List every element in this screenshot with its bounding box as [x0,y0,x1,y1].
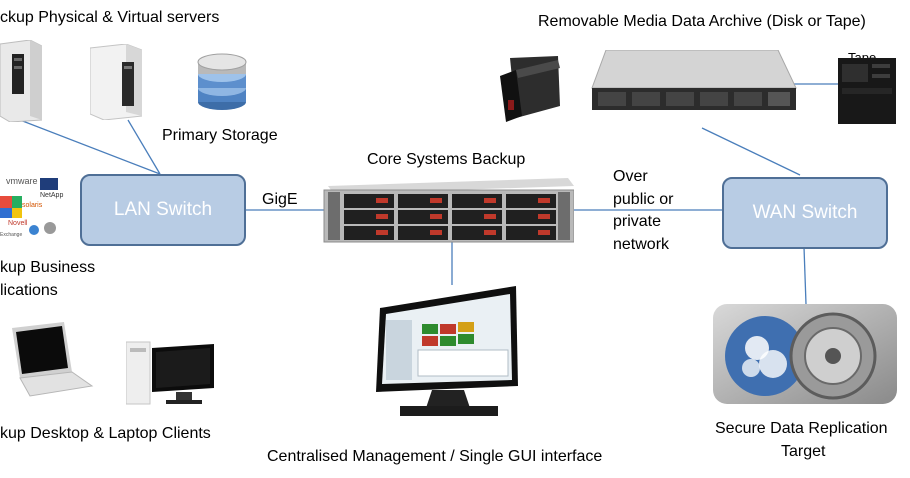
rack-server-icon [588,49,798,117]
desktop-computer-icon [125,338,218,411]
tower-server-icon-1 [0,39,43,127]
logo-novell: Novell [8,220,28,227]
wan-switch: WAN Switch [722,177,888,249]
tower-server-icon-2 [89,43,143,125]
desktop-clients-label: kup Desktop & Laptop Clients [0,425,211,442]
database-icon [196,52,248,117]
secure-replication-label-line2: Target [781,443,826,460]
management-monitor-icon [372,286,522,425]
core-backup-label: Core Systems Backup [367,151,526,168]
logo-exchange: Exchange [0,232,23,238]
vault-icon [713,304,897,409]
business-apps-label-line2: lications [0,282,58,299]
backup-server-icon [322,178,575,249]
connector-server2-lan [127,119,161,175]
removable-media-label: Removable Media Data Archive (Disk or Ta… [538,13,866,30]
application-logos: vmware NetApp solaris Novell Exchange [0,172,66,242]
gige-label: GigE [262,191,298,208]
network-label-line3: private [613,213,662,230]
network-label-line2: public or [613,191,674,208]
laptop-icon [0,320,94,405]
servers-label: ckup Physical & Virtual servers [0,9,220,26]
secure-replication-label-line1: Secure Data Replication [715,420,888,437]
tape-library-icon [838,54,900,131]
lan-switch: LAN Switch [80,174,246,246]
logo-vmware: vmware [6,176,38,186]
business-apps-label-line1: kup Business [0,259,96,276]
removable-disk-icon [500,56,562,127]
primary-storage-label: Primary Storage [162,127,278,144]
network-label-line4: network [613,236,670,253]
connector-wan-vault [803,246,807,305]
logo-solaris: solaris [22,202,43,209]
network-label-line1: Over [613,168,648,185]
central-management-label: Centralised Management / Single GUI inte… [267,448,603,465]
logo-netapp: NetApp [40,192,64,199]
connector-archive-wan [701,127,801,176]
connector-servers-lan [19,119,161,175]
